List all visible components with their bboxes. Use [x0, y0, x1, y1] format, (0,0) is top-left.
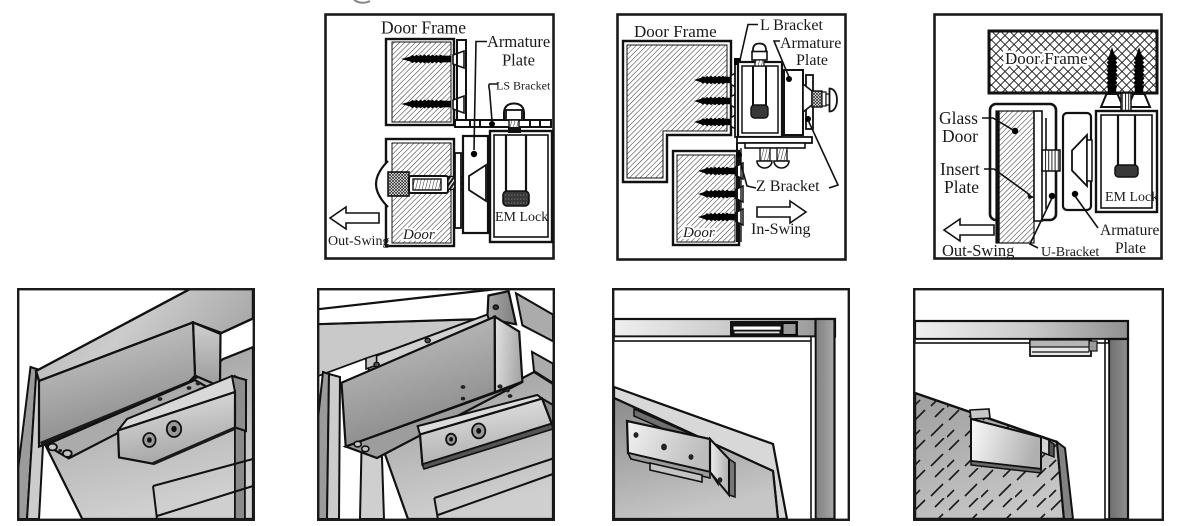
svg-text:Armature: Armature — [1100, 222, 1160, 239]
svg-text:Plate: Plate — [944, 177, 979, 197]
svg-text:EM Lock: EM Lock — [495, 210, 548, 225]
svg-text:Door: Door — [682, 225, 715, 241]
svg-text:Door: Door — [402, 227, 435, 243]
svg-text:Insert: Insert — [940, 159, 980, 179]
svg-text:Door: Door — [402, 227, 435, 243]
svg-text:Glass: Glass — [939, 108, 978, 128]
svg-text:Plate: Plate — [502, 51, 535, 70]
svg-text:Door Frame: Door Frame — [1005, 49, 1088, 68]
svg-text:LS Bracket: LS Bracket — [496, 79, 551, 93]
svg-text:Armature: Armature — [487, 32, 550, 51]
svg-text:Door Frame: Door Frame — [1005, 49, 1088, 68]
svg-text:Door Frame: Door Frame — [381, 18, 466, 38]
svg-text:Armature: Armature — [780, 35, 841, 52]
svg-text:Out-Swing: Out-Swing — [942, 241, 1014, 260]
svg-text:In-Swing: In-Swing — [751, 221, 811, 238]
svg-text:Door Frame: Door Frame — [634, 22, 717, 41]
svg-text:Plate: Plate — [1115, 240, 1146, 257]
svg-text:Out-Swing: Out-Swing — [328, 234, 389, 249]
svg-text:EM Lock: EM Lock — [1105, 190, 1158, 205]
svg-text:L Bracket: L Bracket — [760, 17, 823, 34]
svg-text:Plate: Plate — [796, 52, 828, 69]
svg-text:Z Bracket: Z Bracket — [756, 178, 820, 195]
svg-text:Door: Door — [682, 225, 715, 241]
svg-text:U-Bracket: U-Bracket — [1041, 245, 1099, 260]
svg-text:Door: Door — [942, 126, 978, 146]
